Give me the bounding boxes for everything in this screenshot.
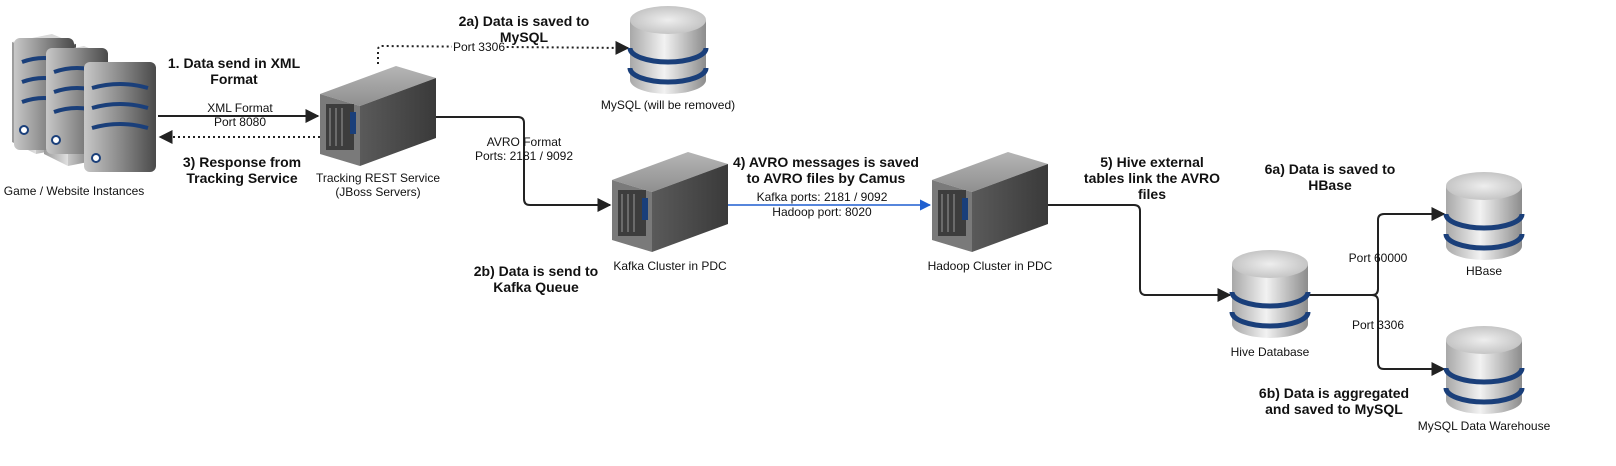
hbase-port-label: Port 60000 (1349, 251, 1408, 265)
step-6b-line2: and saved to MySQL (1265, 401, 1403, 417)
kafka-label: Kafka Cluster in PDC (613, 259, 727, 273)
step-6a-line1: 6a) Data is saved to (1265, 161, 1396, 177)
game-servers-icon (12, 34, 156, 172)
step-2a-line1: 2a) Data is saved to (459, 13, 590, 29)
step-5-line1: 5) Hive external (1100, 154, 1204, 170)
hive-label: Hive Database (1231, 345, 1310, 359)
step-4-line2: to AVRO files by Camus (747, 170, 906, 186)
step-5-line2: tables link the AVRO (1084, 170, 1220, 186)
step-1-line2: Format (210, 71, 258, 87)
tracking-server-icon (320, 66, 436, 166)
step-6a-line2: HBase (1308, 177, 1352, 193)
xml-port-label: Port 8080 (214, 115, 266, 129)
step-3-line1: 3) Response from (183, 154, 301, 170)
warehouse-port-label: Port 3306 (1352, 318, 1404, 332)
step-6b-line1: 6b) Data is aggregated (1259, 385, 1409, 401)
kafka-send-arrow (436, 116, 612, 212)
mysql-label: MySQL (will be removed) (601, 98, 735, 112)
warehouse-database-icon (1443, 326, 1525, 414)
step-2b-line2: Kafka Queue (493, 279, 579, 295)
step-1-line1: 1. Data send in XML (168, 55, 301, 71)
hadoop-label: Hadoop Cluster in PDC (928, 259, 1053, 273)
mysql-port-label: Port 3306 (453, 40, 505, 54)
game-label: Game / Website Instances (4, 184, 145, 198)
xml-format-label: XML Format (207, 101, 273, 115)
avro-format-label: AVRO Format (487, 135, 562, 149)
step-5-line3: files (1138, 186, 1166, 202)
hadoop-port-label: Hadoop port: 8020 (772, 205, 872, 219)
mysql-database-icon (627, 6, 709, 94)
step-4-line1: 4) AVRO messages is saved (733, 154, 919, 170)
kafka-server-icon (612, 152, 728, 252)
tracking-label-line1: Tracking REST Service (316, 171, 440, 185)
avro-ports-label: Ports: 2181 / 9092 (475, 149, 573, 163)
kafka-ports-label: Kafka ports: 2181 / 9092 (757, 190, 888, 204)
tracking-label-line2: (JBoss Servers) (335, 185, 420, 199)
hadoop-to-hive-arrow (1048, 204, 1232, 302)
step-3-line2: Tracking Service (186, 170, 298, 186)
step-2b-line1: 2b) Data is send to (474, 263, 598, 279)
hbase-database-icon (1443, 172, 1525, 260)
hive-database-icon (1229, 250, 1311, 338)
mysql-port-label-bg (452, 41, 506, 53)
step-2a-line2: MySQL (500, 29, 549, 45)
hbase-label: HBase (1466, 264, 1502, 278)
mysql-save-arrow (377, 40, 630, 64)
warehouse-label: MySQL Data Warehouse (1418, 419, 1551, 433)
hadoop-server-icon (932, 152, 1048, 252)
hive-to-warehouse-arrow (1371, 294, 1446, 376)
